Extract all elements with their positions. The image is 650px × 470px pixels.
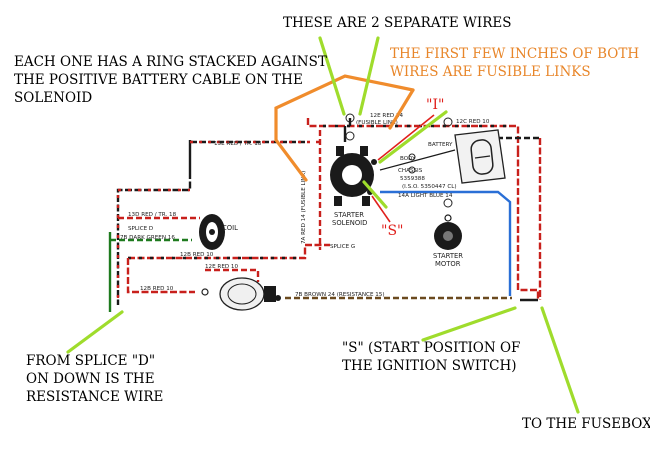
annotation-splice-note-line-2: ON DOWN IS THE <box>26 371 155 387</box>
label-wire-13e: 13E RED / TR. 18 <box>214 141 262 147</box>
red-line-i-marker <box>377 114 435 161</box>
green-pointer-lines <box>66 36 580 414</box>
wire-12b-left <box>126 258 195 294</box>
label-chassis: CHASSIS <box>398 168 423 174</box>
label-starter-motor-1: STARTER <box>433 252 463 260</box>
wire-left-main-red <box>116 188 190 300</box>
green-line-fusebox <box>540 306 580 414</box>
red-line-s-marker <box>371 195 391 223</box>
label-wire-12b-lower: 12B RED 10 <box>140 286 174 292</box>
label-coil: COIL <box>222 224 238 232</box>
label-body: BODY <box>400 156 416 162</box>
label-fusible-link: (FUSIBLE LINK) <box>356 120 398 126</box>
label-wire-12c: 12C RED 10 <box>456 119 490 125</box>
annotation-start-note-line-1: "S" (START POSITION OF <box>342 340 521 356</box>
green-line-wire-2 <box>358 36 380 116</box>
annotation-fusible-note-line-2: WIRES ARE FUSIBLE LINKS <box>390 64 591 80</box>
annotation-ring-note-line-2: THE POSITIVE BATTERY CABLE ON THE <box>14 72 303 88</box>
distributor <box>201 277 281 311</box>
wire-13e <box>188 140 308 172</box>
annotation-ring-note-line-3: SOLENOID <box>14 90 93 106</box>
label-splice-d: SPLICE D <box>128 226 153 232</box>
label-wire-7a: 7A RED 14 (FUSIBLE LINK) <box>301 171 307 244</box>
wire-12b-top <box>128 243 330 260</box>
label-wire-7b: 7B DARK GREEN 16 <box>120 235 175 241</box>
label-wire-13d: 13D RED / TR. 18 <box>128 212 177 218</box>
label-wire-14a: 14A LIGHT BLUE 14 <box>398 193 453 199</box>
wires <box>108 118 542 312</box>
terminal-symbols <box>345 113 453 208</box>
wire-right-red-vertical <box>516 150 540 300</box>
coil <box>199 214 225 250</box>
annotation-ring-note-line-1: EACH ONE HAS A RING STACKED AGAINST <box>14 54 327 70</box>
label-starter-solenoid-1: STARTER <box>334 211 364 219</box>
label-battery: BATTERY <box>428 142 453 148</box>
green-line-solenoid <box>362 180 388 209</box>
diagram-labels: 12E RED 14 (FUSIBLE LINK) 12C RED 10 BAT… <box>120 113 490 298</box>
label-starter-solenoid-2: SOLENOID <box>332 219 367 227</box>
label-wire-7b-brown: 7B BROWN 24 (RESISTANCE 15) <box>295 292 385 298</box>
label-wire-12e-fusible: 12E RED 14 <box>370 113 403 119</box>
label-part-iso: (I.S.O. 5350447 CL) <box>402 184 457 190</box>
annotation-i-marker: "I" <box>426 97 445 113</box>
annotation-splice-note-line-1: FROM SPLICE "D" <box>26 353 156 369</box>
green-line-splice <box>66 310 124 354</box>
battery <box>454 129 506 184</box>
green-line-start <box>421 306 517 342</box>
annotation-splice-note-line-3: RESISTANCE WIRE <box>26 389 164 405</box>
wire-14a-blue <box>380 190 512 296</box>
annotation-fusible-note-line-1: THE FIRST FEW INCHES OF BOTH <box>390 46 640 62</box>
orange-line-right <box>388 88 415 130</box>
label-starter-motor-2: MOTOR <box>435 260 461 268</box>
red-pointer-lines <box>371 114 435 223</box>
annotation-separate-wires: THESE ARE 2 SEPARATE WIRES <box>283 15 512 31</box>
label-wire-12b-top: 12B RED 10 <box>180 252 214 258</box>
annotation-s-marker: "S" <box>381 223 404 239</box>
green-line-wire-1 <box>318 36 346 116</box>
label-part-5359388: 5359388 <box>400 176 425 182</box>
label-wire-12e-lower: 12E RED 10 <box>205 264 238 270</box>
starter-solenoid <box>330 146 377 206</box>
wire-battery-link <box>379 149 456 171</box>
annotation-start-note-line-2: THE IGNITION SWITCH) <box>342 358 517 374</box>
label-splice-g: SPLICE G <box>330 244 355 250</box>
starter-motor <box>434 214 462 250</box>
green-line-battery <box>378 110 448 164</box>
annotation-fusebox-note: TO THE FUSEBOX <box>522 416 650 432</box>
